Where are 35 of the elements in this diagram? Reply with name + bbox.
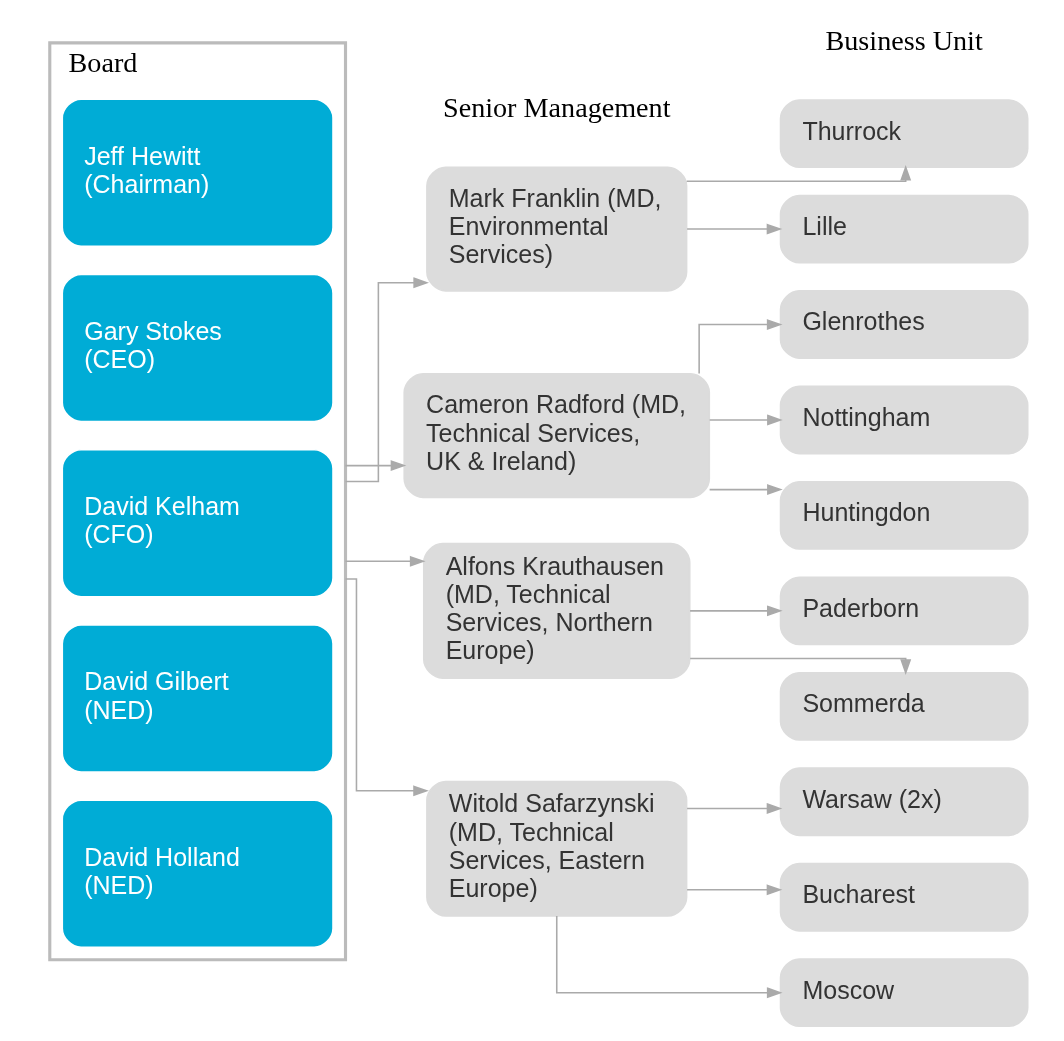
arrow — [555, 915, 783, 999]
node-box: Jeff Hewitt (Chairman) — [61, 98, 334, 248]
node-box: Thurrock — [779, 99, 1028, 169]
arrow — [344, 277, 429, 483]
arrow — [697, 319, 782, 375]
arrow — [344, 578, 429, 797]
node-box: Glenrothes — [779, 290, 1028, 359]
node-box: Lille — [779, 194, 1028, 264]
node-box: David Holland (NED) — [61, 799, 334, 949]
node-box: Mark Franklin (MD, Environmental Services) — [425, 166, 687, 292]
node-box: Paderborn — [779, 576, 1028, 646]
node-box: Bucharest — [779, 862, 1028, 932]
node-box: Huntingdon — [779, 481, 1028, 550]
arrow — [688, 605, 783, 617]
arrow — [685, 223, 782, 235]
arrow — [685, 884, 782, 896]
arrow — [688, 657, 911, 676]
arrow — [344, 460, 406, 472]
node-box: Moscow — [779, 958, 1028, 1028]
label: Senior Management — [442, 92, 671, 124]
arrow — [708, 484, 783, 496]
arrow — [708, 414, 783, 426]
arrow — [685, 802, 782, 814]
node-box: David Kelham (CFO) — [61, 448, 334, 598]
label: Business Unit — [825, 24, 983, 56]
node-box: Alfons Krauthausen (MD, Technical Services, Northern Europe) — [422, 542, 691, 679]
arrow — [344, 555, 426, 567]
node-box: Gary Stokes (CEO) — [61, 273, 334, 423]
node-box: Nottingham — [779, 385, 1028, 455]
node-box: Witold Safarzynski (MD, Technical Services, Eastern Europe) — [425, 780, 687, 917]
arrow — [685, 164, 911, 183]
node-box: Sommerda — [779, 671, 1028, 741]
node-box: Warsaw (2x) — [779, 767, 1028, 837]
node-box: David Gilbert (NED) — [61, 624, 334, 773]
node-box: Cameron Radford (MD, Technical Services, UK & Ireland) — [402, 373, 710, 499]
